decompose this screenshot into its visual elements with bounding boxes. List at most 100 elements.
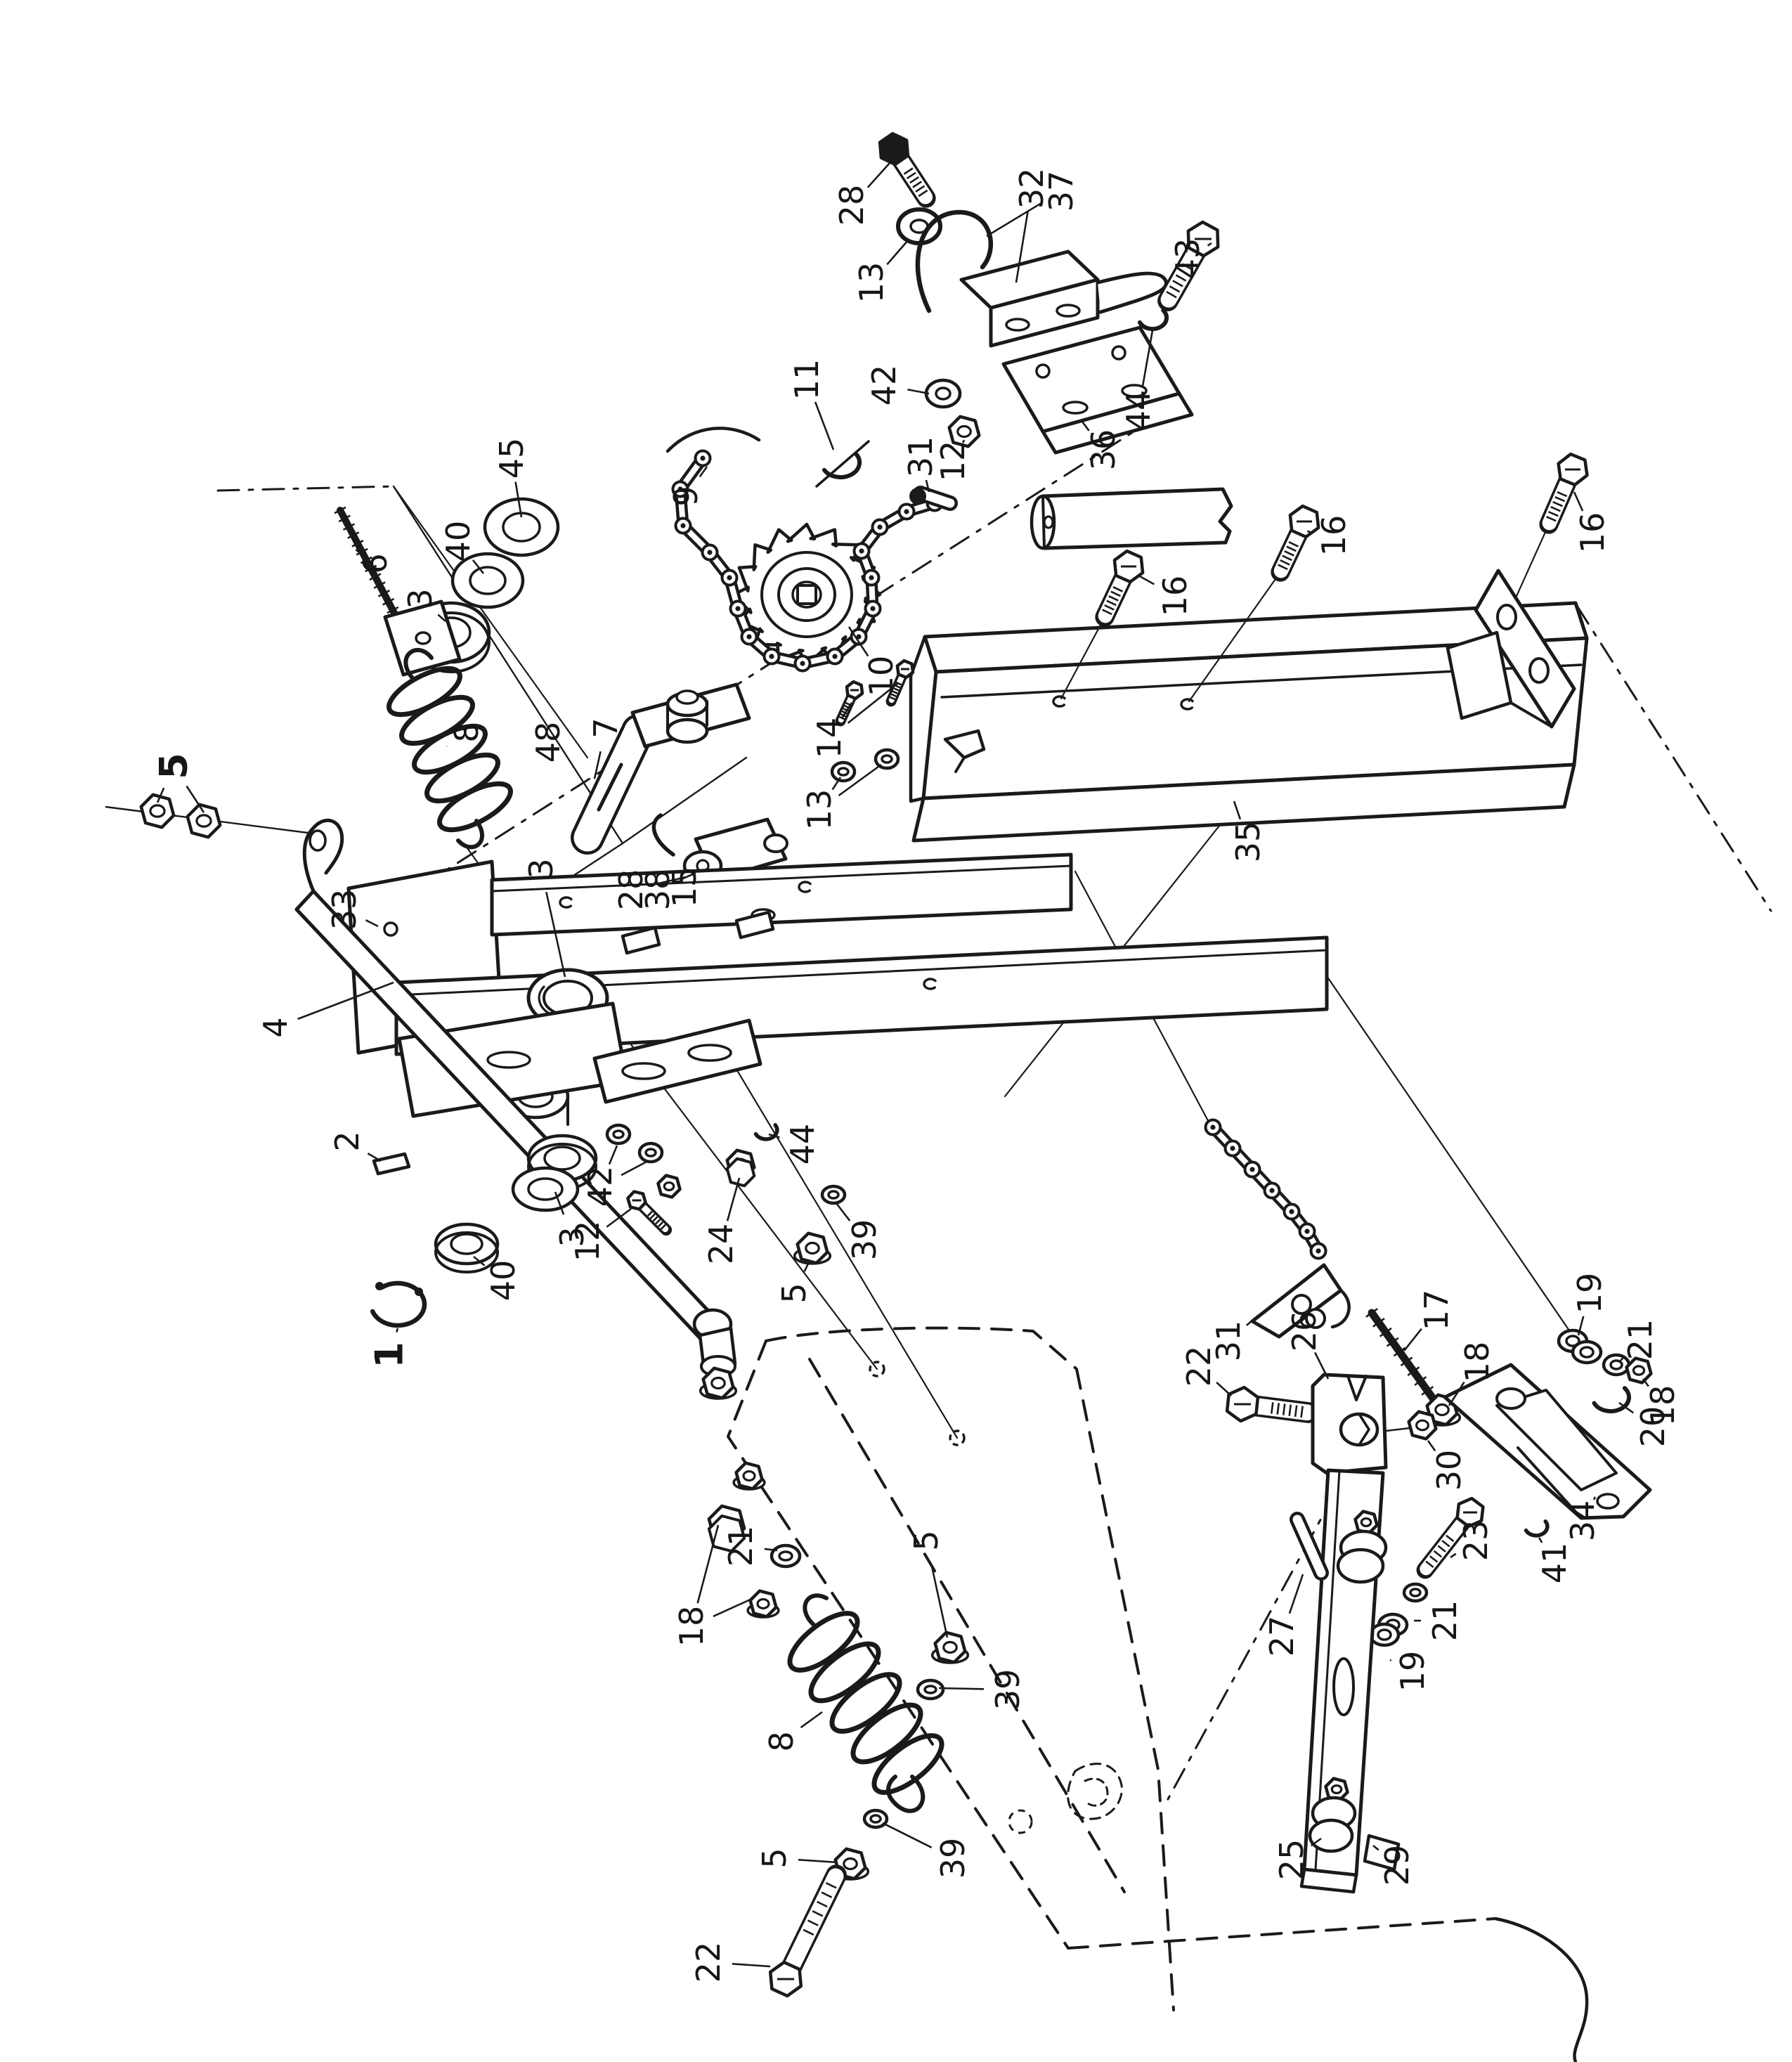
callout-label-3: 3 — [401, 588, 439, 609]
axis-line — [1188, 571, 1282, 703]
callout-leader — [156, 787, 165, 803]
chain-9 — [700, 455, 706, 461]
bolt-22 — [812, 1910, 824, 1917]
bolt-16 — [1280, 559, 1290, 566]
stud-17 — [1393, 1347, 1406, 1357]
washer-19 — [1579, 1346, 1595, 1359]
switch-arm-32 — [1096, 271, 1168, 314]
bolt-16 — [1557, 491, 1568, 498]
screw-14 — [838, 715, 845, 720]
bolt-16 — [1284, 550, 1294, 557]
spring-8 — [808, 1641, 881, 1704]
callout-label-6: 6 — [356, 553, 394, 573]
callout-label-39: 39 — [989, 1669, 1027, 1711]
axis-line — [1385, 1427, 1410, 1432]
chain-9 — [832, 654, 838, 659]
callout-leader — [1372, 1844, 1379, 1851]
table-outline — [727, 1340, 1070, 1950]
bolt-22 — [1294, 1405, 1298, 1417]
callout-leader — [545, 891, 566, 978]
callout-leader — [866, 162, 890, 188]
table-hole — [869, 1361, 885, 1377]
snap-ring-1 — [375, 1282, 384, 1290]
washer-39 — [827, 1190, 840, 1200]
bolt-16 — [1552, 500, 1563, 507]
callout-label-18: 18 — [673, 1606, 710, 1647]
callout-leader — [1389, 1659, 1392, 1661]
callout-label-31: 31 — [1209, 1321, 1247, 1362]
spring-8 — [424, 752, 501, 804]
spring-wire-37 — [915, 209, 994, 313]
callout-label-37: 37 — [1042, 171, 1080, 212]
screw-43 — [1181, 263, 1193, 271]
bolt-23 — [1429, 1555, 1439, 1563]
spring-8 — [871, 1733, 944, 1795]
callout-label-3: 3 — [553, 1226, 591, 1247]
clip-11 — [815, 440, 870, 488]
spring-8 — [829, 1672, 902, 1734]
snap-ring-1 — [415, 1288, 423, 1296]
bolt-16 — [1542, 473, 1576, 531]
switch-plate-36 — [1062, 401, 1089, 415]
bracket-34 — [1596, 1493, 1620, 1510]
bolt-16 — [1550, 505, 1561, 512]
callout-label-5: 5 — [775, 1283, 813, 1303]
chain-anchor-31 — [1330, 1288, 1351, 1329]
switch-body-15 — [763, 834, 788, 853]
axis-line — [1060, 616, 1106, 700]
stud-17 — [1368, 1309, 1439, 1406]
lock-washer-44 — [753, 1122, 779, 1141]
bolt-22 — [1270, 1402, 1274, 1414]
wood-grain — [1008, 1809, 1033, 1834]
callout-leader — [1642, 1378, 1649, 1387]
callout-leader — [1306, 530, 1311, 533]
bolt-22 — [1282, 1403, 1286, 1415]
callout-label-15: 15 — [665, 867, 703, 908]
eyebolt-block-6 — [415, 631, 431, 645]
washer-42 — [644, 1148, 657, 1158]
bolt-12 — [649, 1213, 656, 1219]
nut-5 — [805, 1241, 820, 1255]
chain-31 — [1210, 1124, 1216, 1130]
callout-leader — [1592, 1496, 1597, 1500]
bar-slot — [1332, 1657, 1355, 1716]
callout-label-29: 29 — [1378, 1845, 1416, 1886]
bolt-23 — [1446, 1534, 1455, 1543]
bolt-23 — [1437, 1545, 1446, 1552]
bolt-22 — [807, 1919, 819, 1926]
callout-label-9: 9 — [667, 486, 705, 506]
callout-label-36: 36 — [1084, 429, 1122, 471]
eyebolt-rod-6 — [342, 523, 356, 531]
chain-31 — [1230, 1146, 1235, 1151]
callout-leader — [608, 1145, 618, 1165]
callout-leader — [798, 1858, 838, 1864]
lever-bar-4-hook — [302, 818, 344, 893]
callout-leader — [514, 481, 523, 518]
chain-9 — [769, 654, 774, 659]
callout-label-4: 4 — [257, 1017, 294, 1037]
callout-leader — [930, 1563, 949, 1638]
bolt-16 — [1104, 604, 1115, 611]
stud-17 — [1365, 1308, 1378, 1318]
slotted-link — [592, 1018, 762, 1104]
callout-leader — [886, 240, 909, 266]
switch-plate-36 — [1041, 391, 1194, 455]
callout-label-18: 18 — [1458, 1342, 1496, 1383]
callout-label-45: 45 — [493, 438, 531, 479]
callout-leader — [800, 1711, 823, 1729]
chain-31 — [1249, 1167, 1255, 1172]
callout-label-22: 22 — [1180, 1346, 1218, 1387]
eyebolt-rod-6 — [360, 556, 373, 564]
callout-leader — [1618, 1401, 1635, 1414]
callout-leader — [1403, 1328, 1422, 1351]
callout-leader — [621, 1160, 649, 1176]
callout-label-33: 33 — [325, 889, 363, 931]
callout-label-32: 32 — [1013, 168, 1051, 209]
washer-40 — [469, 566, 507, 595]
eyebolt-rod-6 — [382, 597, 395, 606]
callout-leader — [986, 202, 1041, 238]
washer-3 — [527, 1177, 564, 1201]
callout-label-26: 26 — [1285, 1311, 1323, 1352]
callout-leader — [654, 876, 687, 886]
